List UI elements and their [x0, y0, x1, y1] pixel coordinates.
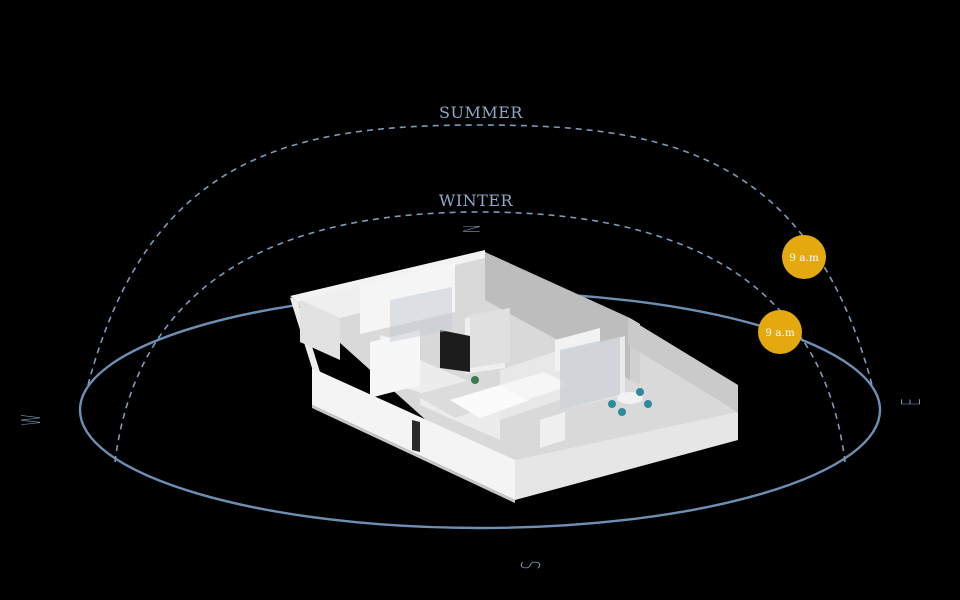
compass-east: E — [896, 398, 927, 406]
compass-north: N — [457, 225, 482, 234]
summer-sun-marker: 9 a.m — [782, 235, 826, 279]
winter-label: WINTER — [439, 191, 514, 210]
summer-sun-icon — [782, 235, 826, 279]
apartment-model — [290, 250, 738, 503]
winter-sun-icon — [758, 310, 802, 354]
winter-sun-marker: 9 a.m — [758, 310, 802, 354]
winter-sun-time: 9 a.m — [765, 327, 795, 339]
compass-south: S — [516, 561, 546, 570]
summer-sun-time: 9 a.m — [789, 252, 819, 264]
summer-sun-path — [87, 124, 873, 386]
compass-west: W — [16, 414, 47, 426]
summer-label: SUMMER — [439, 103, 523, 122]
